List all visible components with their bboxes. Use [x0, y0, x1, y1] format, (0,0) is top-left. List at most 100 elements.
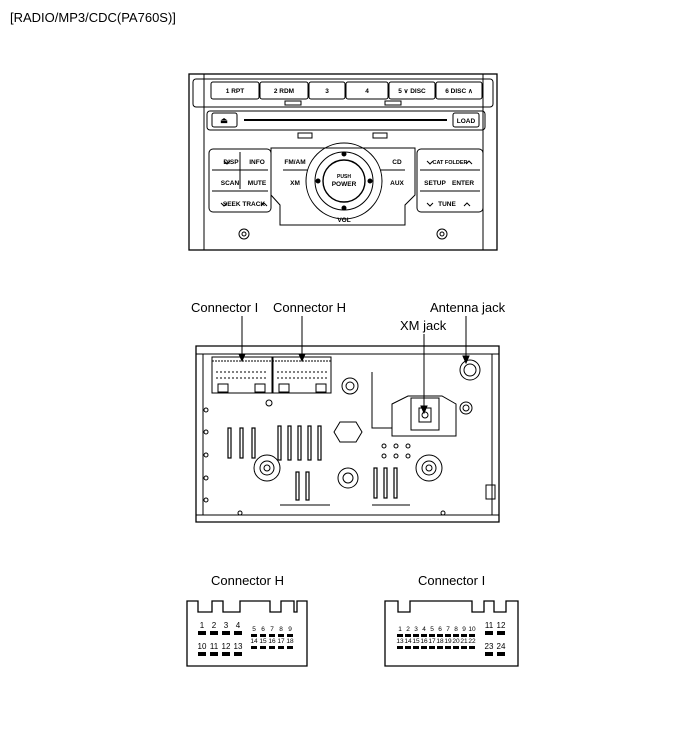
rear-panel — [195, 345, 500, 523]
pin-number: 7 — [446, 626, 450, 633]
xm-label: XM — [290, 180, 300, 187]
page-title: [RADIO/MP3/CDC(PA760S)] — [10, 10, 176, 25]
front-panel — [188, 73, 498, 251]
xm-jack-label: XM jack — [400, 318, 447, 333]
pin-number: 1 — [200, 621, 205, 630]
preset-label-6: 6 DISC ∧ — [445, 88, 473, 95]
connector-i-label: Connector I — [191, 300, 258, 315]
setup-label: SETUP — [424, 180, 446, 187]
pin-number: 14 — [250, 638, 258, 645]
pin-number: 16 — [420, 638, 428, 645]
mute-label: MUTE — [248, 180, 267, 187]
tune-label: TUNE — [438, 201, 456, 208]
enter-label: ENTER — [452, 180, 474, 187]
pin-number: 2 — [212, 621, 217, 630]
pin-number: 21 — [460, 638, 468, 645]
connector-h-housing — [272, 356, 332, 394]
chevron-up-icon — [465, 160, 473, 165]
pin-number: 13 — [234, 642, 243, 651]
pinout-h-numbers: 1 2 3 4 10 11 12 13 5 6 7 8 9 14 15 16 1… — [198, 621, 294, 651]
pin-number: 17 — [428, 638, 436, 645]
pin-number: 13 — [396, 638, 404, 645]
connector-h-label: Connector H — [273, 300, 346, 315]
pinout-h-title: Connector H — [211, 573, 284, 588]
disp-label: DISP — [223, 159, 239, 166]
preset-button-2[interactable] — [259, 81, 309, 100]
pin-number: 17 — [277, 638, 285, 645]
pin-number: 5 — [252, 626, 256, 633]
eject-icon: ⏏ — [220, 116, 228, 125]
pin-number: 18 — [286, 638, 294, 645]
chevron-down-icon — [426, 160, 434, 165]
pinout-i-numbers: 1 2 3 4 5 6 7 8 9 10 13 14 15 16 17 18 1… — [396, 621, 506, 651]
pin-number: 3 — [414, 626, 418, 633]
pin-number: 18 — [436, 638, 444, 645]
pin-number: 15 — [259, 638, 267, 645]
eject-button[interactable] — [211, 112, 238, 128]
pin-number: 14 — [404, 638, 412, 645]
pin-number: 9 — [288, 626, 292, 633]
preset-label-5: 5 ∨ DISC — [398, 88, 426, 95]
power-volume-knob[interactable] — [322, 159, 366, 203]
pin-number: 6 — [438, 626, 442, 633]
cd-label: CD — [392, 159, 402, 166]
pin-number: 23 — [485, 642, 494, 651]
pin-number: 8 — [454, 626, 458, 633]
pin-number: 10 — [468, 626, 476, 633]
pin-number: 5 — [430, 626, 434, 633]
pin-number: 11 — [485, 621, 494, 630]
antenna-jack-label: Antenna jack — [430, 300, 506, 315]
antenna-jack — [459, 359, 481, 381]
pin-number: 11 — [210, 642, 219, 651]
seek-track-label: SEEK TRACK — [223, 201, 266, 208]
chevron-up-icon — [260, 202, 268, 207]
cat-folder-label: CAT FOLDER — [432, 160, 467, 166]
pin-number: 6 — [261, 626, 265, 633]
preset-button-1[interactable] — [210, 81, 260, 100]
connector-i-housing — [211, 356, 273, 394]
xm-jack — [410, 397, 440, 431]
aux-label: AUX — [390, 180, 404, 187]
preset-button-4[interactable] — [345, 81, 389, 100]
pin-number: 2 — [406, 626, 410, 633]
connector-i-pinout — [384, 600, 519, 667]
pin-number: 10 — [198, 642, 207, 651]
pin-number: 15 — [412, 638, 420, 645]
power-label: POWER — [332, 181, 357, 188]
pin-number: 19 — [444, 638, 452, 645]
chevron-down-icon — [223, 160, 231, 165]
info-label: INFO — [249, 159, 265, 166]
preset-button-3[interactable] — [308, 81, 346, 100]
preset-label-1: 1 RPT — [226, 88, 244, 95]
preset-label-4: 4 — [365, 88, 369, 95]
connector-h-pin-markers — [198, 631, 293, 656]
pin-number: 1 — [398, 626, 402, 633]
load-label: LOAD — [457, 118, 476, 125]
pin-number: 4 — [236, 621, 241, 630]
connector-h-pinout — [186, 600, 308, 667]
pin-number: 3 — [224, 621, 229, 630]
pinout-i-title: Connector I — [418, 573, 485, 588]
callout-lines — [238, 316, 470, 415]
pin-number: 20 — [452, 638, 460, 645]
chevron-down-icon — [426, 202, 434, 207]
preset-button-6[interactable] — [435, 81, 483, 100]
fm-am-label: FM/AM — [284, 159, 305, 166]
preset-button-5[interactable] — [388, 81, 436, 100]
load-button[interactable] — [452, 112, 480, 128]
pin-number: 16 — [268, 638, 276, 645]
push-label: PUSH — [337, 174, 351, 180]
pin-number: 24 — [497, 642, 506, 651]
chevron-up-icon — [463, 202, 471, 207]
pin-number: 8 — [279, 626, 283, 633]
pin-number: 7 — [270, 626, 274, 633]
pin-number: 4 — [422, 626, 426, 633]
pin-number: 9 — [462, 626, 466, 633]
preset-label-2: 2 RDM — [274, 88, 294, 95]
pin-number: 22 — [468, 638, 476, 645]
pin-number: 12 — [497, 621, 506, 630]
vol-label: VOL — [337, 217, 350, 224]
pin-number: 12 — [222, 642, 231, 651]
scan-label: SCAN — [221, 180, 240, 187]
